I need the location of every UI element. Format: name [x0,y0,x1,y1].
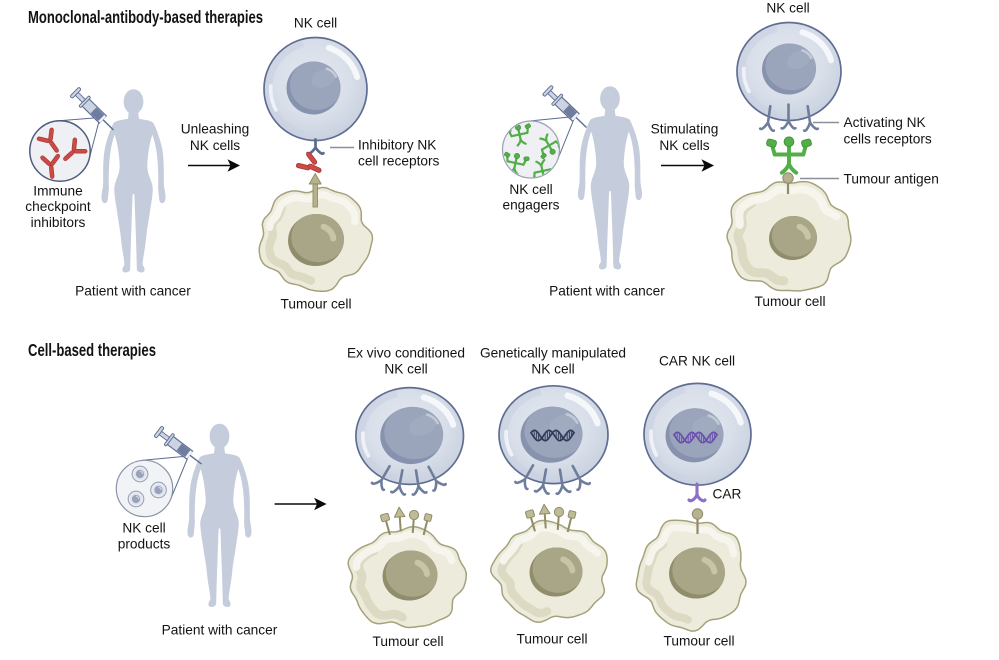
svg-text:Ex vivo conditioned: Ex vivo conditioned [347,346,465,361]
svg-text:cell receptors: cell receptors [358,154,440,169]
svg-text:NK cell: NK cell [509,182,552,197]
svg-text:NK cells: NK cells [659,138,709,153]
svg-text:Genetically manipulated: Genetically manipulated [480,346,626,361]
svg-text:NK cell: NK cell [766,1,809,16]
svg-text:Tumour cell: Tumour cell [517,632,588,647]
svg-text:Tumour cell: Tumour cell [755,294,826,309]
svg-text:Patient with cancer: Patient with cancer [549,284,665,299]
svg-text:cells receptors: cells receptors [844,131,932,146]
svg-text:NK cell: NK cell [531,361,574,376]
svg-text:NK cells: NK cells [190,138,240,153]
svg-text:Inhibitory NK: Inhibitory NK [358,137,436,152]
svg-text:Tumour cell: Tumour cell [373,634,444,649]
svg-text:inhibitors: inhibitors [31,215,86,230]
svg-text:Stimulating: Stimulating [651,122,719,137]
svg-text:Patient with cancer: Patient with cancer [162,623,278,638]
svg-text:Tumour cell: Tumour cell [664,634,735,649]
svg-text:NK cell: NK cell [384,361,427,376]
svg-text:checkpoint: checkpoint [25,199,91,214]
svg-text:Tumour antigen: Tumour antigen [844,172,939,187]
svg-text:Tumour cell: Tumour cell [281,297,352,312]
svg-text:NK cell: NK cell [294,16,337,31]
svg-text:Monoclonal-antibody-based ther: Monoclonal-antibody-based therapies [28,7,263,27]
svg-text:engagers: engagers [502,198,559,213]
svg-text:Unleashing: Unleashing [181,122,249,137]
svg-text:Cell-based therapies: Cell-based therapies [28,340,156,360]
svg-text:CAR: CAR [713,486,742,501]
svg-text:products: products [118,536,171,551]
svg-text:Immune: Immune [33,184,82,199]
svg-text:Activating NK: Activating NK [844,115,926,130]
svg-text:NK cell: NK cell [122,521,165,536]
svg-text:Patient with cancer: Patient with cancer [75,284,191,299]
svg-text:CAR NK cell: CAR NK cell [659,354,735,369]
